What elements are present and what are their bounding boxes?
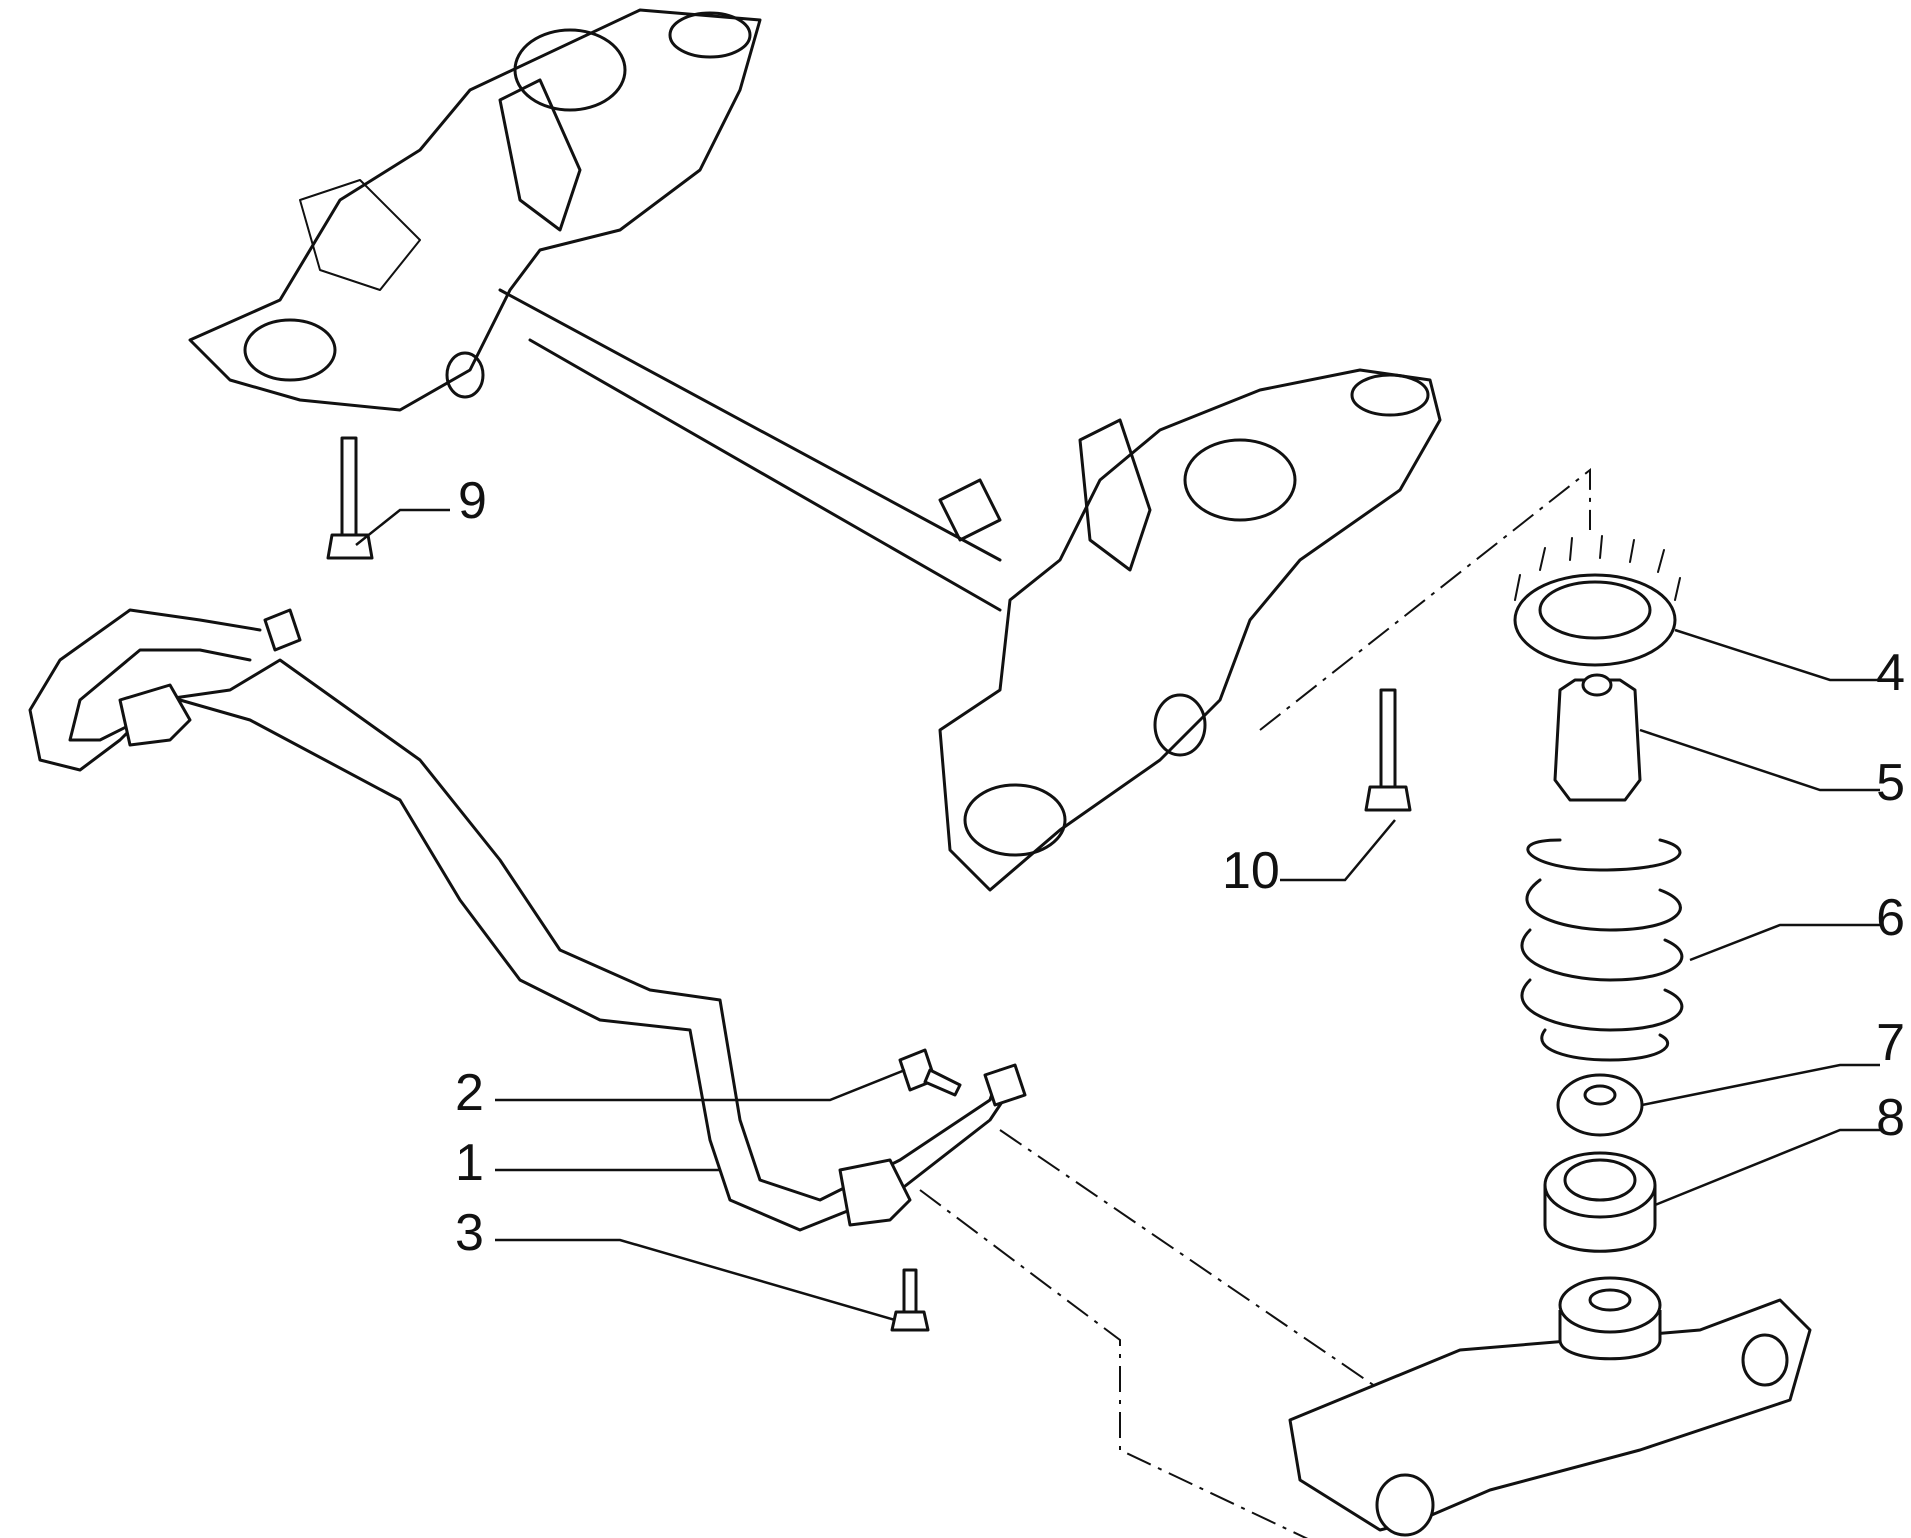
callout-8: 8: [1876, 1089, 1905, 1147]
callout-2: 2: [455, 1064, 484, 1122]
coil-spring-6: [1520, 838, 1684, 1062]
callout-10: 10: [1222, 842, 1280, 900]
trailing-arm: [1288, 1276, 1812, 1537]
callout-7: 7: [1876, 1014, 1905, 1072]
callout-1: 1: [455, 1134, 484, 1192]
bolt-3: [890, 1268, 930, 1332]
callout-5: 5: [1876, 754, 1905, 812]
bump-stop-5: [1553, 673, 1642, 802]
callout-labels: 9 10 4 5 6 7 8 2 1 3: [455, 472, 1905, 1262]
callout-9: 9: [458, 472, 487, 530]
insulator-7: [1556, 1073, 1644, 1137]
callout-6: 6: [1876, 889, 1905, 947]
callout-3: 3: [455, 1204, 484, 1262]
leader-lines: [355, 508, 1880, 1322]
callout-4: 4: [1876, 644, 1905, 702]
crossmember-assembly: [188, 8, 1591, 892]
bolt-9: [326, 436, 374, 560]
bolt-2: [898, 1048, 962, 1097]
anti-roll-bar: [28, 608, 1411, 1538]
spring-pad-8: [1543, 1151, 1657, 1253]
bolt-10: [1364, 688, 1412, 812]
spring-seat-4: [1513, 535, 1681, 667]
